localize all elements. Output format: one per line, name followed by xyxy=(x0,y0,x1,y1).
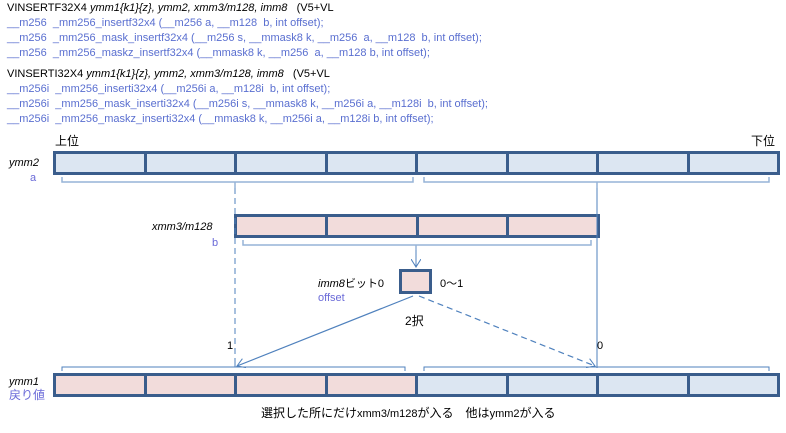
imm-bit-label: ビット0 xyxy=(344,278,385,290)
intrinsic-line: __m256i _mm256_mask_inserti32x4 (__m256i… xyxy=(7,98,488,110)
caption: 選択した所にだけxmm3/m128が入る 他はymm2が入る xyxy=(261,407,556,421)
register-element-4 xyxy=(418,376,509,394)
register-element-4 xyxy=(418,154,509,172)
src2-register-name: xmm3/m128 xyxy=(152,221,213,233)
brace-xmm3 xyxy=(242,240,592,250)
dest-register-name: ymm1 xyxy=(9,376,39,388)
imm-range: 0〜1 xyxy=(440,278,464,290)
caption-part: が入る 他は xyxy=(417,406,490,420)
instruction-line-vinserti32x4: VINSERTI32X4 ymm1{k1}{z}, ymm2, xmm3/m12… xyxy=(7,67,330,81)
src2-param-name: b xyxy=(212,237,219,249)
register-element-3 xyxy=(327,376,418,394)
caption-part: 選択した所にだけ xyxy=(261,406,358,420)
register-element-1 xyxy=(327,217,419,235)
caption-part: が入る xyxy=(519,406,556,420)
register-element-2 xyxy=(418,217,510,235)
intrinsic-line: __m256i _mm256_inserti32x4 (__m256i a, _… xyxy=(7,83,331,95)
mnemonic: VINSERTF32X4 xyxy=(7,2,87,14)
imm8-bit0-box xyxy=(399,269,432,294)
caption-part: ymm2 xyxy=(489,408,520,420)
extension: (V5+VL xyxy=(296,2,334,14)
mnemonic: VINSERTI32X4 xyxy=(7,68,84,80)
register-element-7 xyxy=(689,154,777,172)
ymm2-register xyxy=(53,151,780,175)
register-element-1 xyxy=(146,376,237,394)
register-element-0 xyxy=(237,217,328,235)
src1-param-name: a xyxy=(30,172,37,184)
register-element-2 xyxy=(237,154,328,172)
intrinsic-line: __m256i _mm256_maskz_inserti32x4 (__mmas… xyxy=(7,113,434,125)
operands: ymm1{k1}{z}, ymm2, xmm3/m128, imm8 xyxy=(89,2,288,14)
brace-ymm2-upper xyxy=(61,177,414,188)
choice-label: 2択 xyxy=(405,314,424,328)
imm-label: imm8ビット0 xyxy=(318,278,384,291)
instruction-line-vinsertf32x4: VINSERTF32X4 ymm1{k1}{z}, ymm2, xmm3/m12… xyxy=(7,1,334,15)
arrow-branch-1 xyxy=(237,295,414,366)
register-element-6 xyxy=(599,376,690,394)
intrinsic-line: __m256 _mm256_maskz_insertf32x4 (__mmask… xyxy=(7,47,430,59)
register-element-0 xyxy=(56,376,147,394)
imm-name: imm8 xyxy=(318,278,345,290)
register-element-0 xyxy=(56,154,147,172)
brace-ymm2-lower xyxy=(423,177,770,188)
src1-register-name: ymm2 xyxy=(9,157,39,169)
register-element-6 xyxy=(599,154,690,172)
intrinsic-line: __m256 _mm256_mask_insertf32x4 (__m256 s… xyxy=(7,32,482,44)
branch-label-1: 1 xyxy=(227,340,234,352)
register-element-2 xyxy=(237,376,328,394)
dest-param-name: 戻り値 xyxy=(9,388,46,402)
intrinsic-line: __m256 _mm256_insertf32x4 (__m256 a, __m… xyxy=(7,17,324,29)
brace-ymm1-upper xyxy=(61,362,406,371)
ymm1-register xyxy=(53,373,780,397)
arrow-branch-0 xyxy=(418,295,595,366)
operands: ymm1{k1}{z}, ymm2, xmm3/m128, imm8 xyxy=(86,68,284,80)
register-element-5 xyxy=(508,154,599,172)
register-element-3 xyxy=(509,217,597,235)
imm-param-name: offset xyxy=(318,292,345,304)
xmm3-m128-register xyxy=(234,214,600,238)
caption-part: xmm3/m128 xyxy=(357,408,418,420)
register-element-3 xyxy=(327,154,418,172)
register-element-1 xyxy=(146,154,237,172)
lower-label: 下位 xyxy=(751,134,776,148)
register-element-7 xyxy=(689,376,777,394)
extension: (V5+VL xyxy=(292,68,330,80)
branch-label-0: 0 xyxy=(597,340,604,352)
upper-label: 上位 xyxy=(55,134,80,148)
register-element-5 xyxy=(508,376,599,394)
brace-ymm1-lower xyxy=(423,362,770,371)
